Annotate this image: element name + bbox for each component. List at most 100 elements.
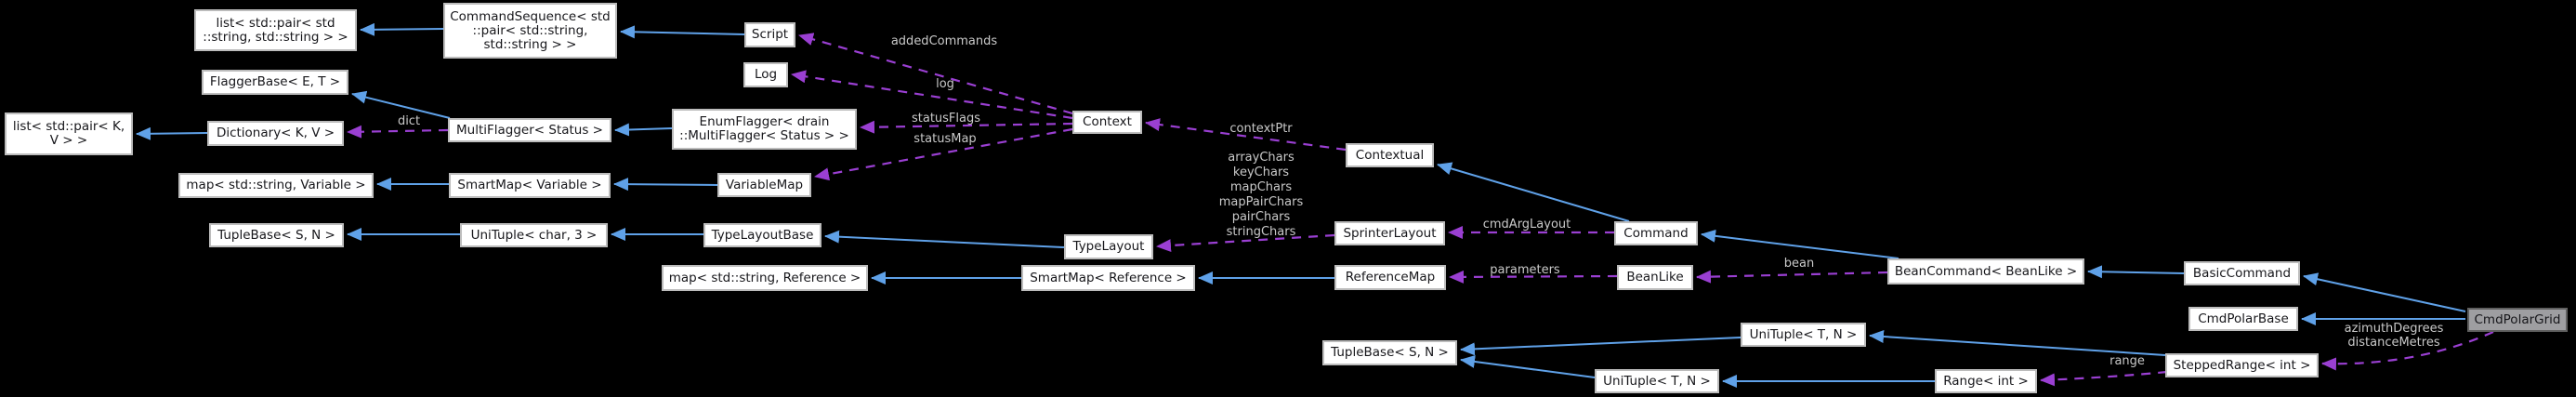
edge-label-context-to-log: log (936, 77, 954, 91)
node-context[interactable]: Context (1072, 111, 1142, 134)
edge-multiflagger-to-dictionary (347, 125, 449, 139)
node-bean-command[interactable]: BeanCommand< BeanLike > (1887, 258, 2084, 285)
edge-label-sprinterlayout-to-typelayout-2: mapChars (1229, 180, 1293, 194)
edge-unituple-upper-to-tuplebase2 (1460, 337, 1741, 356)
edge-contextual-to-context (1145, 118, 1347, 152)
node-unituple-lower[interactable]: UniTuple< T, N > (1595, 369, 1719, 393)
node-label-line: TypeLayoutBase (711, 227, 814, 243)
node-cmd-polar-base[interactable]: CmdPolarBase (2188, 307, 2298, 331)
edge-beancommand-to-command (1701, 229, 1899, 259)
node-flagger-base[interactable]: FlaggerBase< E, T > (202, 70, 348, 95)
node-label-line: V > > (49, 133, 88, 148)
edge-label-context-to-variablemap: statusMap (913, 132, 977, 146)
node-label-line: Range< int > (1943, 373, 2029, 389)
edge-script-to-commandsequence (620, 25, 745, 39)
node-typelayout-base[interactable]: TypeLayoutBase (703, 223, 821, 247)
edge-context-to-log (791, 70, 1073, 120)
edge-label-sprinterlayout-to-typelayout-4: pairChars (1231, 210, 1291, 224)
node-dictionary[interactable]: Dictionary< K, V > (207, 121, 344, 146)
node-log[interactable]: Log (743, 62, 788, 87)
edge-steppedrange-to-unituple-upper (1869, 330, 2166, 356)
edge-commandsequence-to-list (360, 22, 444, 36)
node-label-line: CmdPolarBase (2198, 311, 2289, 326)
edge-beanlike-to-referencemap (1449, 270, 1618, 284)
node-label-line: std::string > > (483, 36, 577, 52)
node-label-line: ::string, std::string > > (203, 29, 348, 45)
edge-label-multiflagger-to-dictionary: dict (397, 114, 421, 128)
node-enum-flagger[interactable]: EnumFlagger< drain::MultiFlagger< Status… (672, 109, 857, 150)
edge-cmdpolargrid-to-steppedrange (2321, 330, 2494, 371)
edge-label-beancommand-to-beanlike: bean (1783, 257, 1815, 271)
edge-label-steppedrange-to-range: range (2109, 354, 2145, 368)
node-label-line: Command (1623, 225, 1689, 241)
edge-sprinterlayout-to-typelayout (1156, 233, 1335, 253)
edge-cmdpolargrid-to-basiccommand (2303, 272, 2466, 312)
node-label-line: ::pair< std::string, (472, 22, 588, 38)
edge-label-context-to-script: addedCommands (890, 34, 998, 48)
node-sprinter-layout[interactable]: SprinterLayout (1334, 221, 1445, 245)
edge-context-to-variablemap (814, 127, 1073, 181)
edge-context-to-enumflagger (860, 120, 1073, 134)
node-cmd-polar-grid: CmdPolarGrid (2467, 308, 2568, 332)
node-label-line: UniTuple< T, N > (1603, 373, 1711, 389)
edge-typelayout-to-typelayoutbase (824, 230, 1065, 248)
edge-label-command-to-sprinterlayout: cmdArgLayout (1482, 218, 1571, 232)
node-label-line: UniTuple< char, 3 > (470, 227, 598, 243)
node-bean-like[interactable]: BeanLike (1617, 265, 1693, 290)
node-script[interactable]: Script (744, 22, 795, 47)
node-label-line: BeanLike (1626, 270, 1684, 285)
edge-variablemap-to-smartmap (613, 178, 718, 192)
node-label-line: ReferenceMap (1345, 270, 1436, 285)
node-tuplebase-2[interactable]: TupleBase< S, N > (1322, 340, 1457, 365)
node-command-sequence[interactable]: CommandSequence< std::pair< std::string,… (443, 3, 617, 59)
node-label-line: map< std::string, Variable > (186, 178, 366, 192)
node-reference-map[interactable]: ReferenceMap (1334, 265, 1446, 290)
node-unituple-upper[interactable]: UniTuple< T, N > (1741, 323, 1866, 347)
node-label-line: Dictionary< K, V > (216, 126, 335, 140)
node-map-reference[interactable]: map< std::string, Reference > (662, 265, 868, 291)
node-label-line: list< std::pair< std (216, 15, 335, 31)
edge-multiflagger-to-flaggerbase (351, 90, 451, 119)
node-label-line: Context (1083, 114, 1132, 129)
node-contextual[interactable]: Contextual (1346, 143, 1434, 167)
node-multi-flagger[interactable]: MultiFlagger< Status > (448, 118, 611, 142)
node-list-pair-string[interactable]: list< std::pair< std::string, std::strin… (194, 9, 357, 51)
node-label-line: SmartMap< Reference > (1030, 270, 1187, 285)
node-label-line: CommandSequence< std (450, 8, 611, 24)
edge-context-to-script (798, 33, 1073, 115)
node-basic-command[interactable]: BasicCommand (2184, 261, 2300, 285)
node-command[interactable]: Command (1614, 221, 1698, 245)
edge-label-sprinterlayout-to-typelayout-3: mapPairChars (1218, 195, 1304, 209)
node-typelayout[interactable]: TypeLayout (1064, 234, 1153, 259)
node-label-line: BasicCommand (2192, 265, 2292, 281)
node-unituple-char[interactable]: UniTuple< char, 3 > (460, 223, 608, 247)
node-label-line: Log (754, 67, 778, 82)
node-label-line: TypeLayout (1072, 239, 1145, 254)
node-label-line: Contextual (1355, 147, 1425, 163)
node-tuplebase-1[interactable]: TupleBase< S, N > (209, 223, 344, 247)
edge-label-context-to-enumflagger: statusFlags (911, 112, 981, 126)
node-label-line: SteppedRange< int > (2173, 357, 2311, 373)
node-stepped-range[interactable]: SteppedRange< int > (2165, 353, 2319, 377)
edge-label-cmdpolargrid-to-steppedrange-0: azimuthDegrees (2344, 322, 2444, 336)
node-smartmap-variable[interactable]: SmartMap< Variable > (449, 173, 611, 198)
node-map-variable[interactable]: map< std::string, Variable > (178, 173, 374, 198)
edge-label-contextual-to-context: contextPtr (1229, 122, 1293, 136)
node-label-line: Script (751, 27, 789, 42)
edge-label-beanlike-to-referencemap: parameters (1490, 263, 1560, 277)
node-label-line: VariableMap (725, 177, 804, 192)
node-label-line: TupleBase< S, N > (1331, 345, 1449, 360)
node-label-line: FlaggerBase< E, T > (209, 74, 341, 89)
edge-command-to-contextual (1437, 162, 1630, 222)
edge-label-cmdpolargrid-to-steppedrange-1: distanceMetres (2347, 336, 2440, 350)
node-label-line: ::MultiFlagger< Status > > (679, 128, 849, 143)
node-range-int[interactable]: Range< int > (1935, 369, 2037, 393)
node-list-pair-kv[interactable]: list< std::pair< K,V > > (5, 112, 133, 155)
node-variable-map[interactable]: VariableMap (717, 173, 811, 197)
node-label-line: map< std::string, Reference > (668, 270, 861, 285)
node-label-line: CmdPolarGrid (2474, 311, 2561, 327)
edge-steppedrange-to-range (2040, 370, 2168, 387)
node-smartmap-reference[interactable]: SmartMap< Reference > (1021, 265, 1195, 291)
